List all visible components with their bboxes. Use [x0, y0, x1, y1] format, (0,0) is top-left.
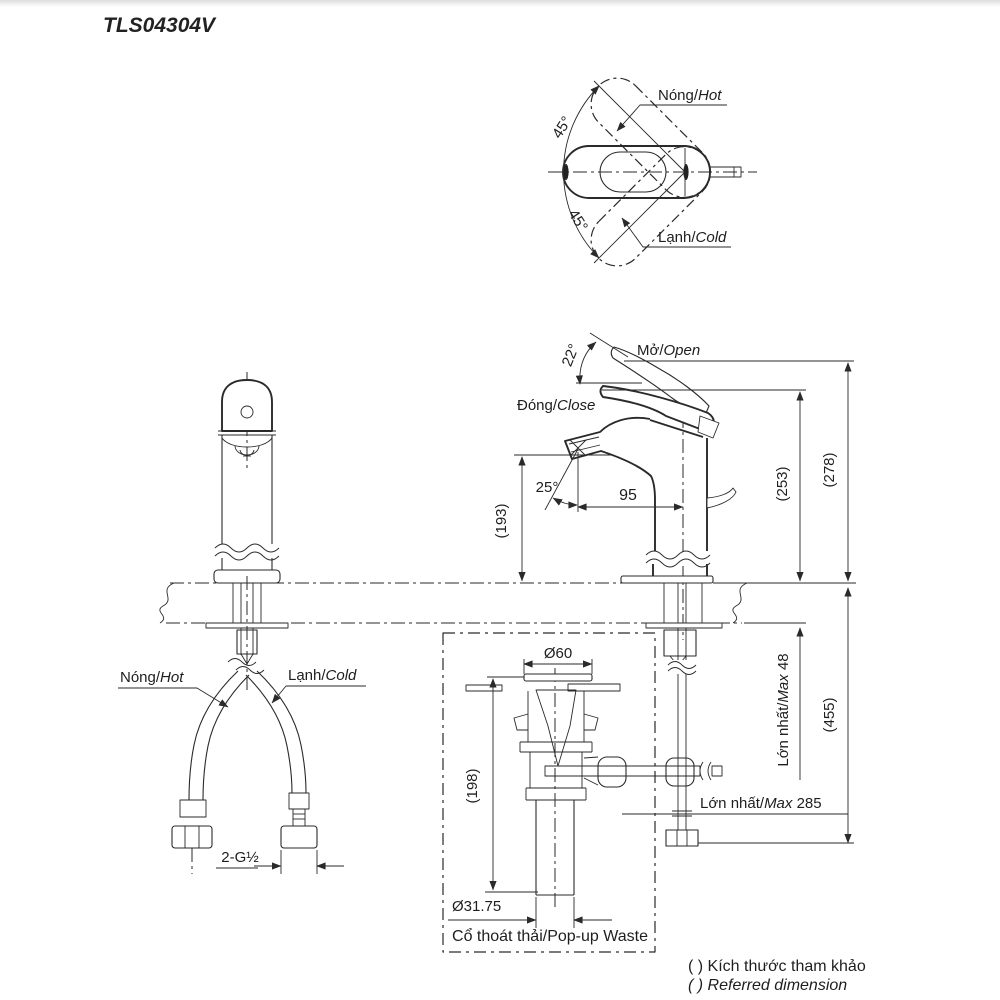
pivot-mark-left	[563, 164, 569, 180]
body-top-edge	[649, 419, 704, 438]
neck-arc	[221, 437, 273, 448]
lock-nut-side	[663, 629, 697, 657]
close-label: Đóng/Close	[517, 397, 595, 414]
drain-tab-left	[465, 684, 503, 692]
counter-break-right	[732, 582, 748, 624]
linkage-ball	[597, 756, 627, 788]
rod-clevis	[665, 757, 695, 787]
popup-waste-caption: Cổ thoát thải/Pop-up Waste	[452, 927, 648, 945]
flow-angle-label: 25°	[536, 479, 559, 496]
cold-hose-fitting	[288, 792, 310, 810]
cold-hose-nipple	[292, 808, 306, 827]
legend: ( ) Kích thước tham khảo ( ) Referred di…	[688, 958, 866, 994]
hot-label-front: Nóng/Hot	[120, 669, 184, 686]
body-break-wave-2	[214, 551, 280, 561]
hose-break-wave-2	[235, 666, 265, 674]
handle-height-label: (253)	[774, 466, 791, 501]
drain-wing-right	[583, 713, 599, 731]
cold-hose-nut	[280, 825, 318, 849]
flow-direction-line	[544, 448, 579, 511]
hot-hose-outer	[188, 670, 239, 801]
hot-leader	[616, 104, 727, 132]
faucet-front-view: Nóng/Hot Lạnh/Cold 2-G½	[118, 372, 366, 874]
handle-grip-outline	[599, 151, 667, 193]
side-break-wave-1	[645, 550, 711, 560]
drain-tab-right	[567, 683, 621, 692]
rod-end-nut	[665, 829, 699, 847]
hot-leader-front	[118, 687, 229, 708]
spout-height-label: (193)	[493, 503, 510, 538]
mounting-washer-side	[645, 622, 723, 629]
drain-wing-left	[513, 713, 529, 731]
hot-hose-nut	[171, 825, 213, 849]
open-label: Mở/Open	[637, 342, 700, 359]
flow-angle-arc	[552, 497, 578, 509]
open-angle-line	[589, 332, 629, 358]
flange-dia-label: Ø60	[544, 645, 572, 662]
popup-rod-horizontal	[544, 765, 701, 777]
side-base-flange	[620, 575, 714, 584]
angle-45-upper-label: 45°	[549, 113, 576, 141]
drain-plug	[535, 689, 577, 767]
below-counter-assembly: Lớn nhất/Max 48 (455) Lớn nhất/Max 285	[544, 583, 854, 847]
rod-break-right	[699, 761, 712, 781]
pivot-mark-right	[683, 164, 689, 180]
legend-referred-en: ( ) Referred dimension	[688, 977, 847, 994]
page-top-shade	[0, 0, 1000, 7]
legend-referred-vi: ( ) Kích thước tham khảo	[688, 958, 866, 975]
handle-dome	[221, 379, 273, 432]
angle-45-lower-label: 45°	[564, 206, 591, 234]
cold-leader-front	[271, 685, 366, 704]
side-break-wave-2	[645, 558, 711, 568]
thread-size-label: 2-G½	[221, 849, 259, 866]
popup-waste-box-border	[442, 632, 656, 953]
counter-break-left	[159, 582, 175, 624]
rod-break-wave-1	[667, 661, 697, 669]
total-height-label: (455)	[821, 697, 838, 732]
cold-label-top: Lạnh/Cold	[658, 229, 727, 246]
max-rod-label: Lớn nhất/Max 285	[700, 795, 822, 812]
hot-hose-sleeve	[179, 799, 207, 818]
spout-tip-cross	[569, 439, 587, 457]
counter-deck	[159, 582, 856, 624]
page-title: TLS04304V	[103, 14, 217, 37]
open-angle-arc	[575, 341, 597, 385]
open-height-label: (278)	[821, 452, 838, 487]
handle-front-wedge	[697, 415, 720, 439]
handle-stub	[709, 166, 742, 178]
open-angle-label: 22°	[559, 342, 583, 369]
handle-dot	[240, 405, 254, 419]
drain-flange	[523, 673, 593, 682]
hot-label-top: Nóng/Hot	[658, 87, 722, 104]
drain-coupling	[525, 787, 587, 801]
faucet-side-view: 22° Mở/Open Đóng/Close 25° 95 (193) (253…	[493, 332, 854, 640]
cold-label-front: Lạnh/Cold	[288, 667, 357, 684]
spout-outline	[564, 416, 656, 551]
body-break-wave-1	[214, 543, 280, 553]
cold-hose-outer	[256, 670, 307, 794]
popup-knob	[706, 487, 737, 509]
popup-waste-detail: Ø60 (198)	[442, 632, 656, 953]
drain-height-label: (198)	[464, 768, 481, 803]
rod-break-wave-2	[667, 667, 697, 675]
cold-leader	[621, 217, 731, 248]
cold-hose-inner	[245, 674, 293, 794]
linkage-arm	[583, 756, 599, 786]
spout-cup-inner	[239, 449, 255, 456]
pipe-dia-label: Ø31.75	[452, 898, 501, 915]
swing-arc	[563, 85, 600, 259]
handle-rotation-top-view: 45° 45° Nóng/Hot Lạnh/Cold	[548, 77, 757, 267]
max-deck-label: Lớn nhất/Max 48	[775, 653, 792, 766]
hot-hose-inner	[202, 674, 250, 801]
hose-break-wave-1	[227, 658, 257, 666]
drain-collar	[519, 741, 593, 753]
spout-reach-label: 95	[619, 487, 637, 504]
